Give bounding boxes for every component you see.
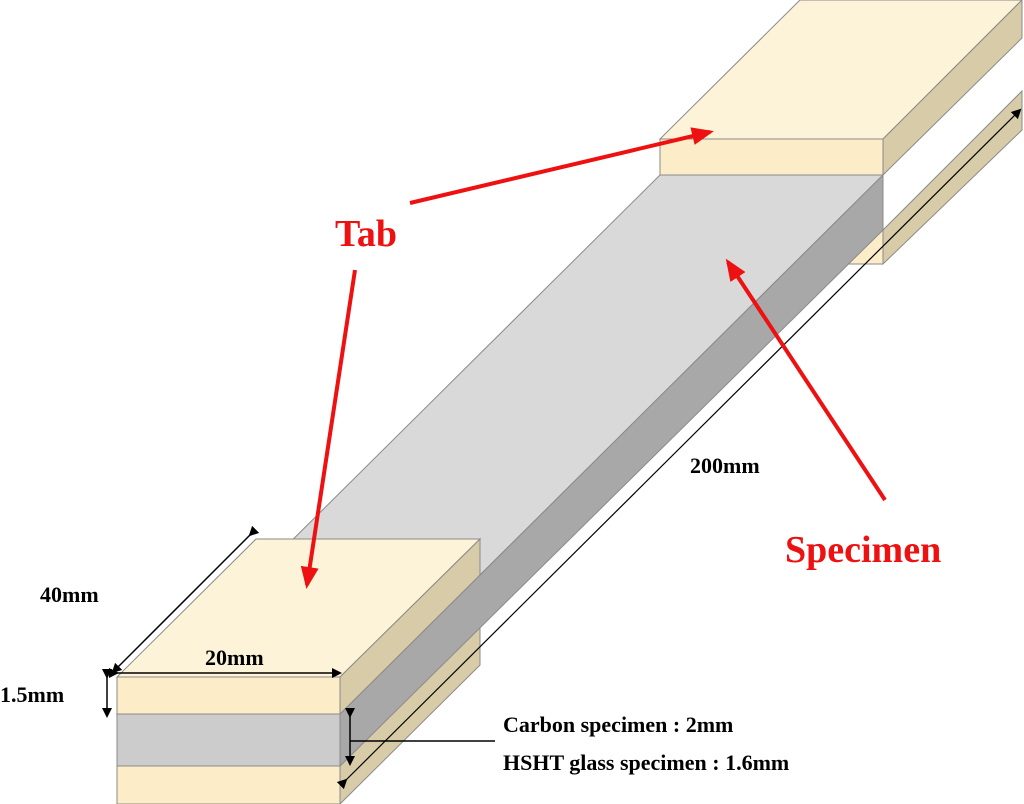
glass-thickness-label: HSHT glass specimen : 1.6mm bbox=[503, 750, 789, 775]
tab-label: Tab bbox=[335, 213, 397, 255]
tab-thickness-label: 1.5mm bbox=[0, 682, 64, 707]
tab-arrow-bottom bbox=[300, 269, 357, 589]
tab-length-label: 40mm bbox=[40, 582, 99, 607]
specimen-arrow bbox=[725, 258, 887, 502]
dim-40mm-arrow bbox=[111, 525, 260, 674]
length-label: 200mm bbox=[690, 453, 760, 478]
tab-width-label: 20mm bbox=[205, 645, 264, 670]
tab-arrow-top bbox=[409, 127, 714, 205]
specimen-label: Specimen bbox=[785, 529, 941, 571]
carbon-thickness-label: Carbon specimen : 2mm bbox=[503, 712, 733, 737]
dim-200mm-arrow bbox=[336, 108, 1022, 790]
